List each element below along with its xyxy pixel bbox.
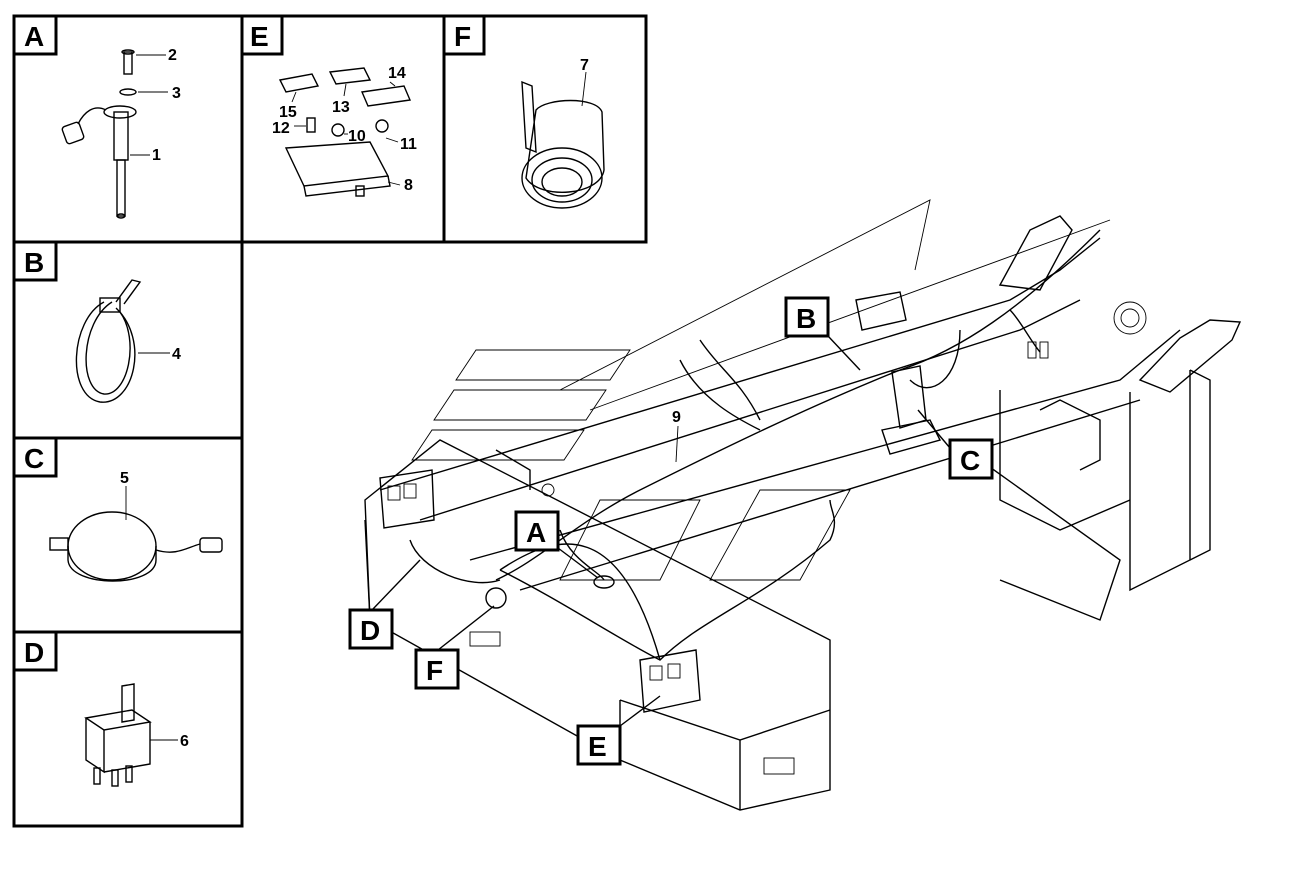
panel-d-letter: D (24, 637, 44, 668)
horn-illustration (521, 80, 605, 209)
detail-panel-c: C 5 (12, 436, 244, 634)
svg-text:F: F (426, 655, 443, 686)
callout-5: 5 (120, 470, 129, 487)
callout-15: 15 (279, 104, 297, 121)
svg-text:B: B (796, 303, 816, 334)
callout-1: 1 (152, 147, 161, 164)
panel-b-letter: B (24, 247, 44, 278)
callout-13: 13 (332, 99, 350, 116)
svg-text:D: D (360, 615, 380, 646)
svg-text:C: C (960, 445, 980, 476)
detail-panel-e: E 14 15 13 12 10 11 8 (240, 14, 446, 244)
svg-text:9: 9 (672, 409, 681, 426)
label-a: A (514, 510, 599, 579)
cable-tie-illustration (75, 279, 142, 403)
detail-panel-f: F 7 (442, 14, 648, 244)
callout-8: 8 (404, 177, 413, 194)
label-e: E (576, 695, 661, 766)
label-d: D (348, 559, 421, 650)
detail-panel-a: A 2 3 1 (12, 14, 244, 244)
panel-f-letter: F (454, 21, 471, 52)
buzzer-illustration (49, 511, 223, 582)
panel-c-letter: C (24, 443, 44, 474)
switch-panel-illustration (278, 67, 412, 197)
callout-6: 6 (180, 733, 189, 750)
label-b: B (784, 296, 861, 371)
detail-panel-b: B 4 (12, 240, 244, 440)
callout-14: 14 (388, 65, 406, 82)
svg-text:E: E (588, 731, 607, 762)
callout-3: 3 (172, 85, 181, 102)
callout-9: 9 (672, 409, 681, 463)
callout-2: 2 (168, 47, 177, 64)
label-f: F (414, 605, 495, 690)
callout-12: 12 (272, 120, 290, 137)
panel-a-letter: A (24, 21, 44, 52)
svg-text:A: A (526, 517, 546, 548)
callout-7: 7 (580, 57, 589, 74)
callout-10: 10 (348, 128, 366, 145)
panel-e-letter: E (250, 21, 269, 52)
relay-illustration (84, 683, 152, 787)
label-c: C (917, 409, 994, 480)
detail-panel-d: D 6 (12, 630, 244, 828)
callout-4: 4 (172, 346, 181, 363)
chassis-illustration (364, 199, 1242, 811)
fuel-sender-illustration (61, 49, 137, 219)
callout-11: 11 (400, 136, 417, 153)
